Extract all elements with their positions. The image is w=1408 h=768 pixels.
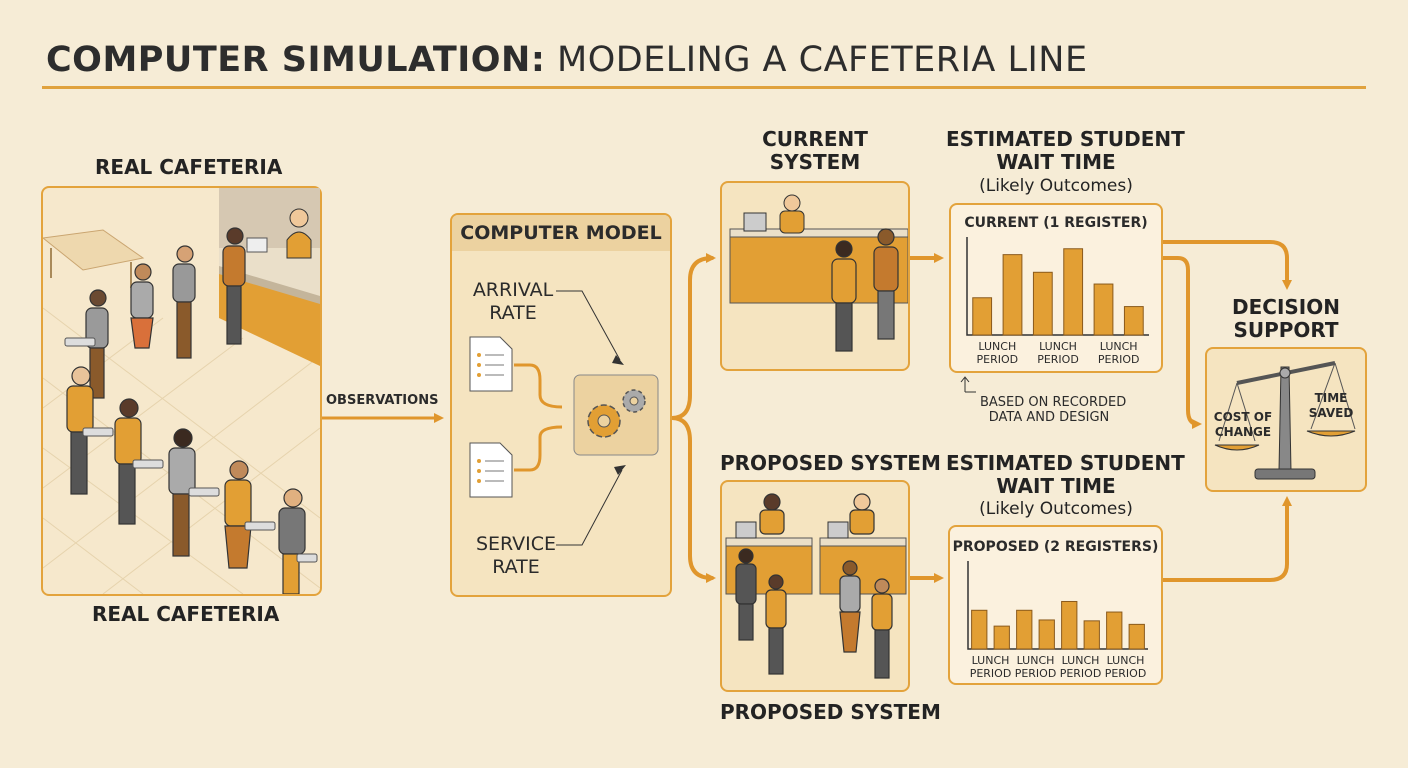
proposed-system-illustration xyxy=(720,480,910,692)
category-label: PERIOD xyxy=(1098,353,1140,366)
chart-bar xyxy=(972,297,993,336)
chart-bar xyxy=(993,625,1010,650)
branch-arrows xyxy=(670,253,716,583)
gears-icon xyxy=(587,389,646,438)
chart-bar xyxy=(1061,600,1078,650)
real-cafeteria-illustration xyxy=(41,186,322,596)
category-label: PERIOD xyxy=(1060,667,1102,680)
page-title: COMPUTER SIMULATION: MODELING A CAFETERI… xyxy=(46,40,1088,80)
data-note-text: BASED ON RECORDED DATA AND DESIGN xyxy=(979,395,1127,425)
category-label: PERIOD xyxy=(1037,353,1079,366)
arrival-document-icon xyxy=(469,336,513,392)
data-note: BASED ON RECORDED DATA AND DESIGN xyxy=(964,380,1134,425)
category-label: LUNCH xyxy=(1107,654,1145,667)
service-document-icon xyxy=(469,442,513,498)
decision-support-label: DECISION SUPPORT xyxy=(1232,295,1340,342)
chart-bar xyxy=(1038,619,1055,650)
decision-support-panel: COST OF CHANGE TIME SAVED xyxy=(1205,347,1367,492)
chart-bar xyxy=(1063,248,1084,336)
computer-model-title: COMPUTER MODEL xyxy=(452,215,670,251)
current-system-label: CURRENT SYSTEM xyxy=(762,127,868,174)
category-label: LUNCH xyxy=(1062,654,1100,667)
current-estimate-subheading: (Likely Outcomes) xyxy=(979,176,1133,196)
chart-bar xyxy=(1123,306,1144,336)
title-bold: COMPUTER SIMULATION: xyxy=(46,40,546,80)
service-rate-label: SERVICE RATE xyxy=(475,533,557,578)
chart-bar xyxy=(1128,623,1145,650)
real-cafeteria-top-label: REAL CAFETERIA xyxy=(95,155,283,179)
real-cafeteria-bottom-label: REAL CAFETERIA xyxy=(92,602,280,626)
current-chart-title: CURRENT (1 REGISTER) xyxy=(964,215,1148,231)
chart-bar xyxy=(1032,271,1053,336)
category-label: PERIOD xyxy=(977,353,1019,366)
chart-axis xyxy=(966,237,1149,336)
current-estimate-heading: ESTIMATED STUDENT WAIT TIME xyxy=(946,127,1185,174)
category-label: PERIOD xyxy=(970,667,1012,680)
arrival-rate-label: ARRIVAL RATE xyxy=(472,279,554,324)
chart-bar xyxy=(1083,620,1100,650)
computer-model-panel: COMPUTER MODEL ARRIVAL RATE SERVICE RATE xyxy=(450,213,672,597)
chart-bar xyxy=(1002,254,1023,336)
chart-bar xyxy=(1016,609,1033,650)
proposed-system-scene xyxy=(725,493,907,679)
title-divider xyxy=(42,86,1366,89)
cafeteria-scene xyxy=(43,188,320,594)
current-system-scene xyxy=(729,194,909,352)
category-label: LUNCH xyxy=(1017,654,1055,667)
category-label: LUNCH xyxy=(978,340,1016,353)
category-label: PERIOD xyxy=(1105,667,1147,680)
to-chart-arrows xyxy=(910,253,944,583)
proposed-estimate-subheading: (Likely Outcomes) xyxy=(979,499,1133,519)
chart-bar xyxy=(971,609,988,650)
title-light: MODELING A CAFETERIA LINE xyxy=(557,40,1088,80)
proposed-chart-svg: LUNCHPERIODLUNCHPERIODLUNCHPERIODLUNCHPE… xyxy=(967,561,1148,680)
category-label: LUNCH xyxy=(1100,340,1138,353)
chart-bar xyxy=(1106,611,1123,650)
observations-label: OBSERVATIONS xyxy=(326,393,439,408)
model-graphics xyxy=(469,290,659,546)
cost-of-change-label: COST OF CHANGE xyxy=(1213,410,1273,439)
chart-bar xyxy=(1093,283,1114,336)
proposed-chart-title: PROPOSED (2 REGISTERS) xyxy=(952,539,1159,555)
current-system-illustration xyxy=(720,181,910,371)
balance-scale-icon xyxy=(1214,361,1356,480)
note-pointer-icon xyxy=(960,376,976,393)
proposed-system-bottom-label: PROPOSED SYSTEM xyxy=(720,700,941,724)
category-label: LUNCH xyxy=(972,654,1010,667)
time-saved-label: TIME SAVED xyxy=(1308,391,1354,420)
proposed-system-top-label: PROPOSED SYSTEM xyxy=(720,451,941,475)
proposed-estimate-heading: ESTIMATED STUDENT WAIT TIME xyxy=(946,451,1185,498)
decision-arrows xyxy=(1163,240,1292,582)
category-label: PERIOD xyxy=(1015,667,1057,680)
category-label: LUNCH xyxy=(1039,340,1077,353)
